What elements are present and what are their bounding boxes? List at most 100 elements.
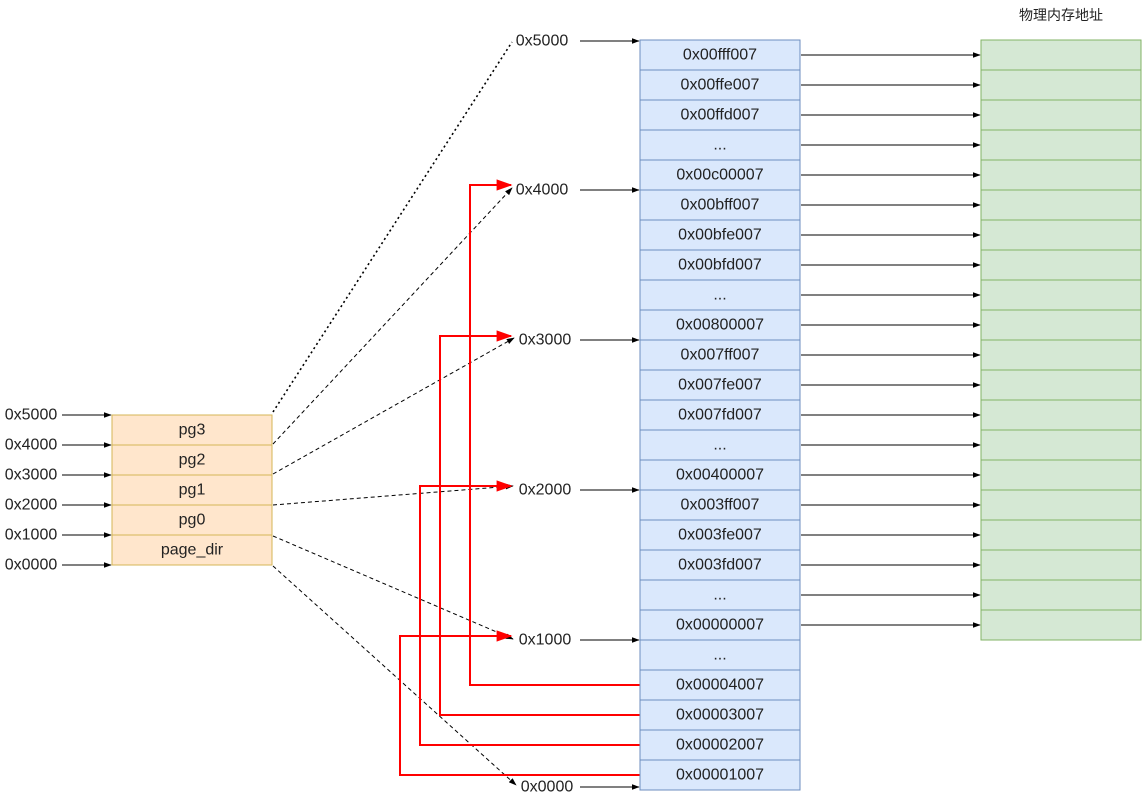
mapping-connector xyxy=(272,41,513,413)
physical-memory-frame xyxy=(980,339,1142,371)
page-table-entry-label: 0x00004007 xyxy=(676,677,764,694)
page-table-entry xyxy=(639,549,801,581)
memory-block-label: pg1 xyxy=(179,482,206,499)
page-table-entry-label: ... xyxy=(713,287,726,304)
left-address-label: 0x4000 xyxy=(5,437,58,454)
page-table-address-label: 0x4000 xyxy=(516,182,569,199)
page-table-entry xyxy=(639,99,801,131)
page-table: 0x00fff007 0x00ffe007 0x00ffd007... 0x00c00… xyxy=(639,39,801,791)
left-address-label: 0x1000 xyxy=(5,527,58,544)
page-table-entry-label: 0x00bfd007 xyxy=(678,257,762,274)
page-table-pointer-path xyxy=(439,330,640,716)
page-table-entry xyxy=(639,279,801,311)
physical-memory-frame xyxy=(980,159,1142,191)
page-table-pointer-path xyxy=(399,630,640,776)
mapping-connector xyxy=(272,187,513,445)
page-table-entry xyxy=(639,759,801,791)
physical-memory-frame xyxy=(980,129,1142,161)
page-table-entry xyxy=(639,699,801,731)
physical-memory-frame xyxy=(980,609,1142,641)
physical-memory-title: 物理内存地址 xyxy=(1019,8,1103,24)
page-table-entry-label: 0x00ffe007 xyxy=(681,77,760,94)
mapping-connector xyxy=(272,483,514,506)
left-memory-blocks: pg3 pg2 pg1 pg0 page_dir xyxy=(111,414,273,566)
page-table-entry xyxy=(639,369,801,401)
page-table-entry xyxy=(639,429,801,461)
left-address-label: 0x3000 xyxy=(5,467,58,484)
page-table-entry-label: 0x007fe007 xyxy=(678,377,762,394)
memory-block-label: pg2 xyxy=(179,452,206,469)
page-table-entry-label: 0x00400007 xyxy=(676,467,764,484)
page-table-entry-label: 0x00c00007 xyxy=(676,167,763,184)
memory-block xyxy=(111,504,273,536)
page-table-pointer-path xyxy=(469,179,640,686)
physical-memory-frame xyxy=(980,189,1142,221)
memory-block xyxy=(111,444,273,476)
memory-block xyxy=(111,414,273,446)
page-table-entry xyxy=(639,159,801,191)
physical-memory-frame xyxy=(980,489,1142,521)
physical-memory-frame xyxy=(980,519,1142,551)
page-table-entry xyxy=(639,729,801,761)
page-table-entry xyxy=(639,129,801,161)
page-table-entry-label: 0x00003007 xyxy=(676,707,764,724)
physical-memory-frame xyxy=(980,39,1142,71)
physical-memory-frame xyxy=(980,459,1142,491)
physical-memory-frame xyxy=(980,549,1142,581)
left-address-label: 0x2000 xyxy=(5,497,58,514)
page-table-entry-label: ... xyxy=(713,437,726,454)
page-table-entry xyxy=(639,189,801,221)
memory-block xyxy=(111,534,273,566)
page-table-entry xyxy=(639,669,801,701)
physical-memory-frame xyxy=(980,369,1142,401)
page-table-entry xyxy=(639,219,801,251)
physical-memory-frame xyxy=(980,249,1142,281)
mapping-connector xyxy=(272,565,517,786)
page-table-entry xyxy=(639,249,801,281)
page-table-entry-label: 0x00fff007 xyxy=(683,47,757,64)
physical-memory-frame xyxy=(980,579,1142,611)
page-table-entry-label: 0x003ff007 xyxy=(681,497,760,514)
physical-memory-frame xyxy=(980,69,1142,101)
page-table-entry-label: 0x007ff007 xyxy=(681,347,760,364)
page-table-entry xyxy=(639,639,801,671)
page-table-pointer-path xyxy=(419,480,640,746)
physical-memory-column xyxy=(980,39,1142,641)
physical-memory-frame xyxy=(980,309,1142,341)
page-table-entry xyxy=(639,309,801,341)
page-table-address-label: 0x1000 xyxy=(519,632,572,649)
physical-memory-frame xyxy=(980,219,1142,251)
page-table-entry-label: ... xyxy=(713,137,726,154)
page-table-entry-label: 0x007fd007 xyxy=(678,407,762,424)
page-table-entry-label: 0x00001007 xyxy=(676,767,764,784)
memory-block-label: page_dir xyxy=(161,542,224,559)
physical-memory-frame xyxy=(980,99,1142,131)
mapping-connector xyxy=(272,535,514,640)
left-address-label: 0x0000 xyxy=(5,557,58,574)
page-table-entry-label: 0x00ffd007 xyxy=(681,107,760,124)
page-table-address-label: 0x2000 xyxy=(519,482,572,499)
page-table-entry xyxy=(639,489,801,521)
page-table-address-label: 0x5000 xyxy=(516,33,569,50)
page-table-entry-label: 0x00002007 xyxy=(676,737,764,754)
page-table-entry-label: 0x00bfe007 xyxy=(678,227,762,244)
left-address-label: 0x5000 xyxy=(5,407,58,424)
connector-lines xyxy=(62,38,981,790)
page-table-entry-label: 0x003fe007 xyxy=(678,527,762,544)
page-table-address-label: 0x0000 xyxy=(521,779,574,796)
page-table-entry xyxy=(639,39,801,71)
page-table-entry-label: ... xyxy=(713,647,726,664)
page-table-entry-label: 0x00000007 xyxy=(676,617,764,634)
memory-block-label: pg0 xyxy=(179,512,206,529)
page-table-entry-label: ... xyxy=(713,587,726,604)
physical-memory-frame xyxy=(980,279,1142,311)
page-table-entry xyxy=(639,459,801,491)
left-address-labels: 0x5000 0x4000 0x3000 0x2000 0x1000 0x0000 xyxy=(5,407,58,574)
physical-memory-frame xyxy=(980,429,1142,461)
page-table-entry-label: 0x003fd007 xyxy=(678,557,762,574)
memory-block-label: pg3 xyxy=(179,422,206,439)
page-table-entry-label: 0x00bff007 xyxy=(681,197,760,214)
page-table-entry-label: 0x00800007 xyxy=(676,317,764,334)
page-table-address-label: 0x3000 xyxy=(519,332,572,349)
